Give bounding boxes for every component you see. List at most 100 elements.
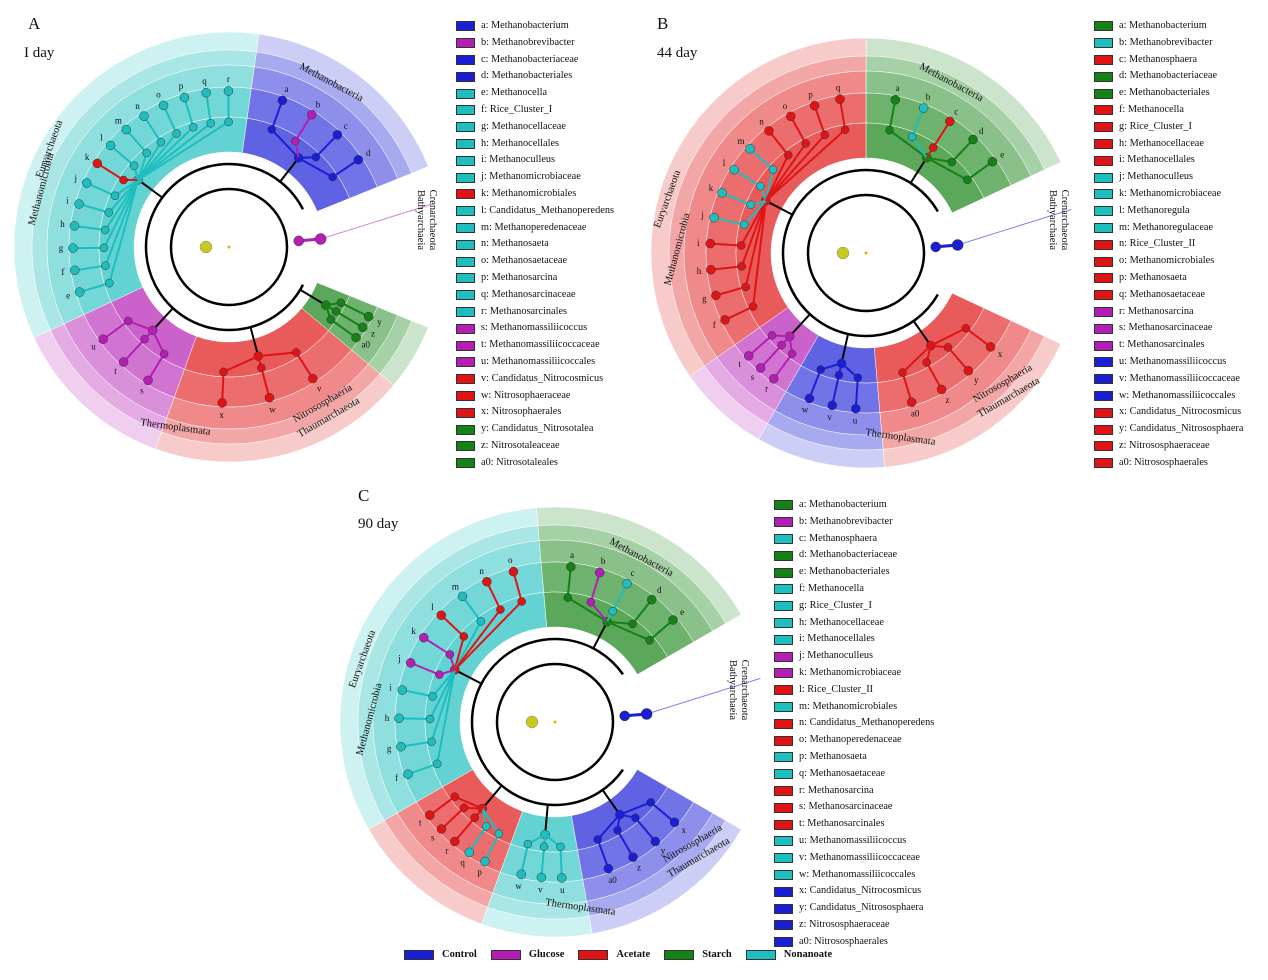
legend-entry: a: Methanobacterium [456, 18, 614, 35]
tip-letter: z [637, 862, 641, 872]
legend-entry: q: Methanosarcinaceae [456, 287, 614, 304]
tip-letter: y [974, 375, 979, 385]
tree-node [645, 636, 654, 645]
legend-entry: d: Methanobacteriales [456, 68, 614, 85]
legend-label: a: Methanobacterium [1119, 20, 1207, 31]
crenarchaeota-link [957, 208, 1072, 246]
tip-letter: a [896, 83, 900, 93]
legend-label: g: Rice_Cluster_I [1119, 120, 1192, 132]
legend-label: i: Methanoculleus [481, 154, 556, 166]
legend-label: n: Candidatus_Methanoperedens [799, 717, 935, 729]
legend-label: r: Methanosarcina [1119, 305, 1194, 317]
legend-label: m: Methanomicrobiales [799, 700, 898, 712]
legend-swatch [456, 323, 475, 334]
tip-letter: a0 [608, 875, 617, 885]
branch [888, 99, 897, 131]
group-legend-label: Starch [702, 949, 732, 960]
tree-node [963, 175, 972, 185]
branch [436, 669, 456, 765]
legend-label: z: Nitrosotaleaceae [481, 439, 560, 451]
tree-node [482, 822, 491, 831]
center-dot [864, 251, 868, 255]
tree-node [743, 351, 754, 361]
branch [772, 353, 793, 380]
tree-node [331, 307, 341, 316]
branch [399, 717, 431, 721]
legend-entry: g: Rice_Cluster_I [774, 598, 934, 615]
tree-node [936, 384, 947, 395]
branch [520, 843, 529, 875]
tree-node [898, 368, 907, 377]
legend-entry: p: Methanosarcina [456, 270, 614, 287]
clade-label: Bathyarchaeia [415, 190, 426, 250]
tree-node [100, 225, 110, 235]
legend-entry: f: Methanocella [1094, 102, 1243, 119]
legend-entry: f: Methanocella [774, 581, 934, 598]
tree-node [945, 116, 955, 127]
legend-entry: y: Candidatus_Nitrososphaera [1094, 421, 1243, 438]
legend-entry: h: Methanocellaceae [1094, 136, 1243, 153]
tree-node [769, 374, 779, 384]
tree-node [906, 397, 917, 407]
legend-entry: l: Methanoregula [1094, 203, 1243, 220]
legend-entry: p: Methanosaeta [774, 749, 934, 766]
branch [932, 120, 951, 149]
branch [74, 224, 106, 232]
branch [813, 105, 826, 136]
legend-entry: u: Methanomassiliicoccus [1094, 354, 1243, 371]
legend-swatch [1094, 54, 1113, 65]
branch [183, 97, 195, 128]
legend-entry: m: Methanoperedenaceae [456, 220, 614, 237]
branch [710, 242, 742, 247]
legend-swatch [774, 533, 793, 544]
tree-node [459, 803, 469, 813]
tree-node [669, 817, 680, 828]
group-legend-swatch [664, 949, 695, 960]
legend-entry: v: Methanomassiliicoccaceae [1094, 371, 1243, 388]
group-legend-label: Glucose [528, 949, 565, 960]
legend-swatch [1094, 138, 1113, 149]
legend-entry: h: Methanocellales [456, 136, 614, 153]
tip-letter: n [135, 101, 140, 111]
tip-letter: m [737, 136, 744, 146]
legend-label: p: Methanosaeta [1119, 271, 1187, 283]
tip-letter: r [446, 846, 449, 856]
legend-swatch [456, 441, 475, 452]
legend-swatch [1094, 38, 1113, 49]
branch [481, 808, 500, 835]
tree-node [143, 375, 153, 386]
root-node [836, 246, 850, 260]
clade-label: Bathyarchaeia [727, 660, 738, 720]
tip-letter: x [681, 825, 686, 835]
group-legend-swatch [745, 949, 776, 960]
backbone-arc [144, 162, 305, 332]
tip-letter: k [85, 152, 90, 162]
legend-entry: d: Methanobacteriaceae [774, 547, 934, 564]
legend-swatch [1094, 122, 1113, 133]
tip-letter: p [477, 867, 482, 877]
branch [299, 288, 327, 307]
legend-label: h: Methanocellaceae [1119, 137, 1204, 149]
branch [631, 599, 653, 625]
tree-node [264, 392, 275, 403]
legend-label: w: Methanomassiliicoccales [799, 868, 916, 880]
legend-label: l: Candidatus_Methanoperedens [481, 204, 614, 216]
branch [966, 160, 994, 181]
legend-entry: g: Methanocellaceae [456, 119, 614, 136]
legend-swatch [774, 752, 793, 763]
tree-node [397, 685, 408, 695]
legend-label: j: Methanomicrobiaceae [481, 171, 581, 183]
legend-entry: s: Methanosarcinaceae [774, 799, 934, 816]
legend-swatch [1094, 222, 1113, 233]
tree-node [110, 191, 120, 201]
legend-label: o: Methanomicrobiales [1119, 255, 1215, 267]
tip-letter: e [680, 607, 684, 617]
tree-node [396, 741, 406, 752]
tree-node [706, 264, 716, 275]
branch [298, 157, 334, 178]
branch [765, 199, 793, 216]
legend-entry: n: Rice_Cluster_II [1094, 236, 1243, 253]
legend-label: y: Candidatus_Nitrososphaera [1119, 423, 1244, 435]
legend-swatch [1094, 441, 1113, 452]
